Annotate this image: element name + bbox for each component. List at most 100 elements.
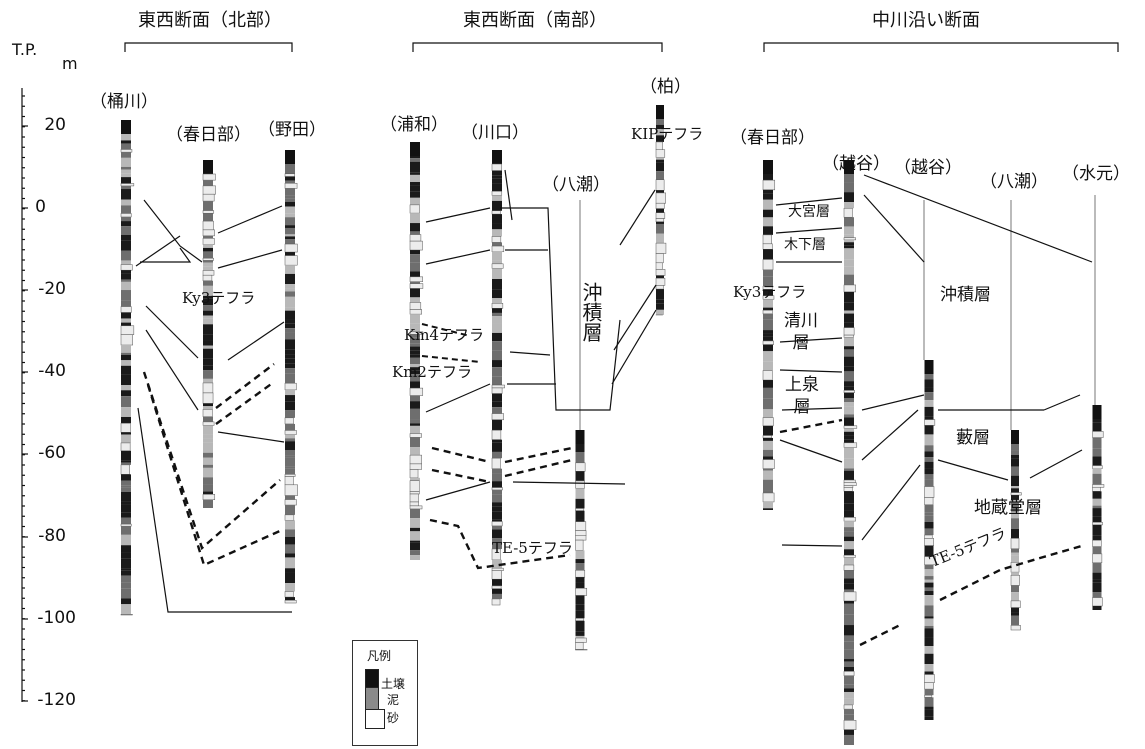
north-corr-9: [218, 432, 284, 442]
core-koshigaya-1-layer: [844, 443, 857, 448]
core-koshigaya-1-layer: [844, 183, 854, 192]
core-koshigaya-2-layer: [925, 628, 934, 637]
core-kasukabe-river-layer: [763, 490, 773, 493]
core-kashiwa-layer: [656, 193, 666, 203]
core-noda-layer: [285, 363, 295, 368]
core-mizumoto-layer: [1093, 540, 1102, 546]
core-kasukabe-river-layer: [763, 508, 773, 510]
core-okegawa-layer: [121, 604, 131, 614]
core-urawa-layer: [410, 231, 420, 234]
borehole-urawa: （浦和）: [380, 117, 448, 134]
core-noda-layer: [285, 284, 295, 289]
core-kasukabe-north-layer: [203, 318, 213, 324]
core-kawaguchi-layer: [492, 201, 502, 211]
core-kasukabe-north-layer: [203, 409, 212, 416]
formation-omiya: 大宮層: [788, 205, 830, 219]
core-kasukabe-river-layer: [763, 341, 774, 345]
core-koshigaya-2-layer: [925, 626, 934, 628]
core-kawaguchi-layer: [492, 164, 502, 171]
core-kawaguchi-layer: [492, 586, 501, 589]
core-koshigaya-2-layer: [925, 616, 934, 618]
core-okegawa-layer: [121, 435, 131, 443]
river-corr-7: [862, 395, 924, 410]
core-kasukabe-river-layer: [763, 388, 773, 399]
core-yashio-south-layer: [576, 621, 585, 631]
core-noda-layer: [285, 244, 297, 252]
core-yashio-south-layer: [576, 559, 585, 563]
river-corr-16: [864, 195, 924, 262]
core-urawa-layer: [410, 423, 420, 426]
core-kawaguchi-layer: [492, 521, 502, 525]
river-corr-10: [862, 410, 918, 460]
core-kashiwa-layer: [656, 160, 664, 163]
core-kawaguchi-layer: [492, 367, 502, 377]
core-kasukabe-river-layer: [763, 217, 773, 226]
core-kawaguchi-layer: [492, 237, 501, 243]
core-kasukabe-river-layer: [763, 441, 773, 450]
core-noda-layer: [285, 592, 293, 598]
core-okegawa-layer: [121, 279, 131, 281]
core-okegawa-layer: [121, 558, 131, 568]
core-koshigaya-1-layer: [844, 292, 854, 303]
core-yashio-south-layer: [576, 588, 587, 595]
core-yashio-south-layer: [576, 481, 585, 488]
core-koshigaya-2-layer: [925, 512, 934, 515]
core-mizumoto-layer: [1093, 485, 1104, 488]
core-noda-layer: [285, 529, 295, 536]
core-kawaguchi-layer: [492, 289, 502, 298]
core-yashio-south-soil: [576, 430, 585, 444]
core-koshigaya-1-layer: [844, 527, 854, 532]
core-okegawa-layer: [121, 417, 131, 423]
core-koshigaya-1-layer: [844, 592, 856, 601]
core-koshigaya-1-layer: [844, 381, 854, 386]
core-noda-soil: [285, 150, 295, 164]
core-kawaguchi-layer: [492, 175, 502, 178]
core-koshigaya-1-layer: [844, 590, 854, 592]
core-urawa-layer: [410, 401, 420, 409]
north-corr-2: [140, 248, 190, 262]
core-yashio-south-layer: [576, 488, 585, 499]
core-mizumoto-layer: [1093, 592, 1102, 597]
core-noda-layer: [285, 537, 295, 545]
core-kasukabe-river-layer: [763, 259, 773, 269]
core-kasukabe-river-layer: [763, 210, 773, 218]
north-corr-7: [228, 322, 284, 360]
core-yashio-south: [576, 430, 588, 650]
core-noda-layer: [285, 438, 295, 441]
core-koshigaya-2: [925, 360, 936, 720]
core-yashio-south-layer: [576, 511, 585, 520]
core-okegawa-layer: [121, 290, 131, 301]
core-noda-layer: [285, 468, 295, 474]
core-koshigaya-1-layer: [844, 692, 854, 698]
borehole-okegawa: （桶川）: [90, 94, 158, 111]
core-okegawa-layer: [121, 326, 134, 335]
core-koshigaya-1-layer: [844, 248, 854, 259]
core-mizumoto-layer: [1093, 491, 1102, 498]
core-koshigaya-2-layer: [925, 538, 934, 545]
legend-item-mud: 泥: [387, 691, 399, 708]
core-okegawa-layer: [121, 396, 131, 407]
core-kasukabe-river-layer: [763, 180, 775, 190]
core-kasukabe-north-layer: [203, 324, 213, 334]
core-kawaguchi-layer: [492, 261, 502, 264]
core-koshigaya-2-layer: [925, 462, 934, 469]
core-yashio-south-layer: [576, 577, 585, 582]
borehole-kasukabe-north: （春日部）: [166, 127, 251, 144]
core-kawaguchi-layer: [492, 313, 502, 316]
core-yashio-river-layer: [1011, 529, 1019, 538]
core-okegawa-layer: [121, 463, 131, 465]
core-koshigaya-2-layer: [925, 445, 934, 451]
core-okegawa-layer: [121, 571, 131, 576]
core-koshigaya-2-layer: [925, 529, 934, 535]
core-kasukabe-north-layer: [203, 221, 214, 230]
borehole-yashio-south: （八潮）: [542, 177, 610, 194]
core-kasukabe-river-layer: [763, 270, 773, 277]
core-yashio-south-layer: [576, 570, 585, 577]
core-noda-layer: [285, 291, 295, 296]
core-okegawa-layer: [121, 568, 131, 571]
north-corr-base: [138, 408, 292, 612]
core-koshigaya-1-layer: [844, 328, 854, 335]
core-kawaguchi-layer: [492, 184, 502, 191]
core-kasukabe-river-layer: [763, 330, 773, 333]
core-kawaguchi-layer: [492, 316, 502, 324]
